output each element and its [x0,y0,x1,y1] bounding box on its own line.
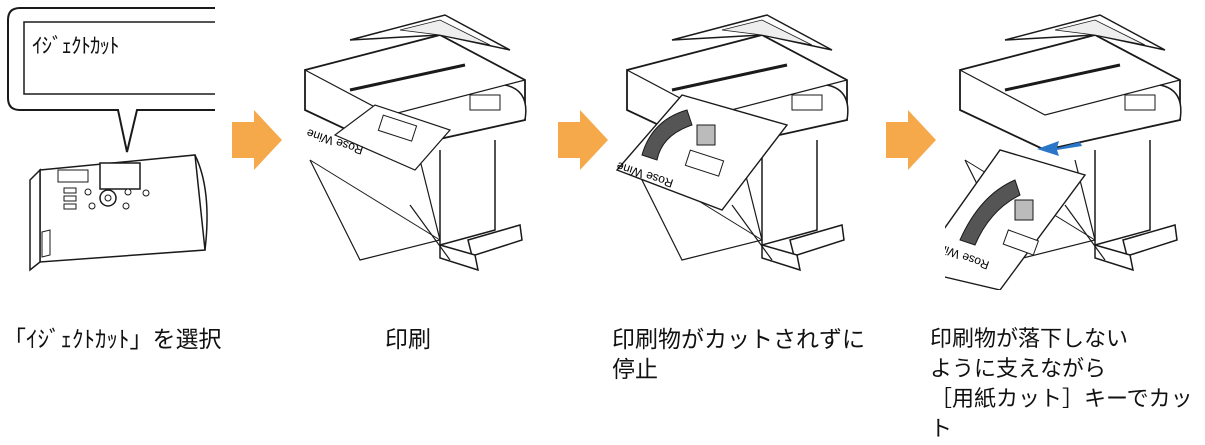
arrow-step-2-to-3 [558,110,608,170]
step-1-caption: 「ｲｼﾞｪｸﾄｶｯﾄ」を選択 [3,327,222,353]
step-2-caption: 印刷 [385,327,431,353]
step-1-panel-illustration: ｲｼﾞｪｸﾄｶｯﾄ [0,0,215,290]
bubble-label: ｲｼﾞｪｸﾄｶｯﾄ [32,34,119,58]
step-2-printer-illustration: Rose Wine [290,0,540,290]
arrow-step-3-to-4 [886,110,936,170]
step-4-caption: 印刷物が落下しない ように支えながら ［用紙カット］キーでカット [930,327,1193,442]
arrow-step-1-to-2 [232,110,282,170]
step-3-caption: 印刷物がカットされずに 停止 [612,327,865,383]
step-4-printer-illustration: Rose Wine [945,0,1200,290]
step-3-printer-illustration: Rose Wine [612,0,862,290]
